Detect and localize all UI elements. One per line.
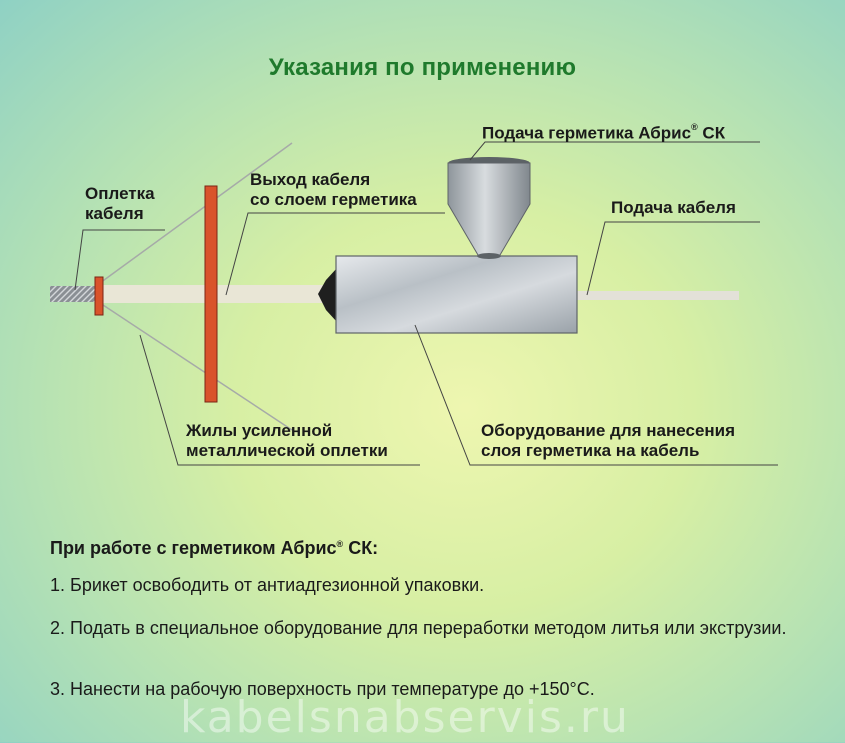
- hopper: [447, 162, 531, 256]
- registered-mark: ®: [691, 122, 698, 132]
- leader-sealant-feed: [469, 141, 760, 161]
- leader-cable-feed: [586, 221, 760, 296]
- label-equipment: Оборудование для нанесения слоя герметик…: [481, 421, 736, 460]
- extrusion-diagram: [50, 141, 778, 466]
- instruction-step-3: 3. Нанести на рабочую поверхность при те…: [50, 679, 595, 699]
- leader-braid: [74, 229, 165, 291]
- die-nozzle: [318, 268, 337, 322]
- instruction-step-1: 1. Брикет освободить от антиадгезионной …: [50, 575, 485, 595]
- label-wires: Жилы усиленной металлической оплетки: [186, 421, 388, 460]
- leader-cable-exit: [225, 212, 445, 296]
- instructions-heading: При работе с герметиком Абрис® СК:: [50, 538, 379, 558]
- label-cable-feed: Подача кабеля: [611, 198, 736, 217]
- leader-wires: [139, 334, 420, 466]
- page-title: Указания по применению: [268, 54, 577, 81]
- label-braid: Оплетка кабеля: [85, 184, 155, 223]
- wire-strand-lower: [99, 302, 293, 431]
- incoming-cable: [575, 291, 739, 300]
- extruder-barrel: [335, 255, 578, 334]
- registered-mark-2: ®: [336, 539, 344, 549]
- cable-braid: [50, 286, 98, 302]
- label-cable-exit: Выход кабеля со слоем герметика: [250, 170, 417, 209]
- instruction-step-2: 2. Подать в специальное оборудование для…: [50, 618, 787, 638]
- leader-equipment: [414, 324, 778, 466]
- cable-plate: [204, 185, 218, 403]
- label-sealant-feed: Подача герметика Абрис® СК: [482, 122, 726, 143]
- braid-clamp: [94, 276, 104, 316]
- wire-strand-upper: [99, 142, 293, 284]
- hopper-outlet: [477, 253, 501, 259]
- watermark: kabelsnabservis.ru: [180, 692, 630, 743]
